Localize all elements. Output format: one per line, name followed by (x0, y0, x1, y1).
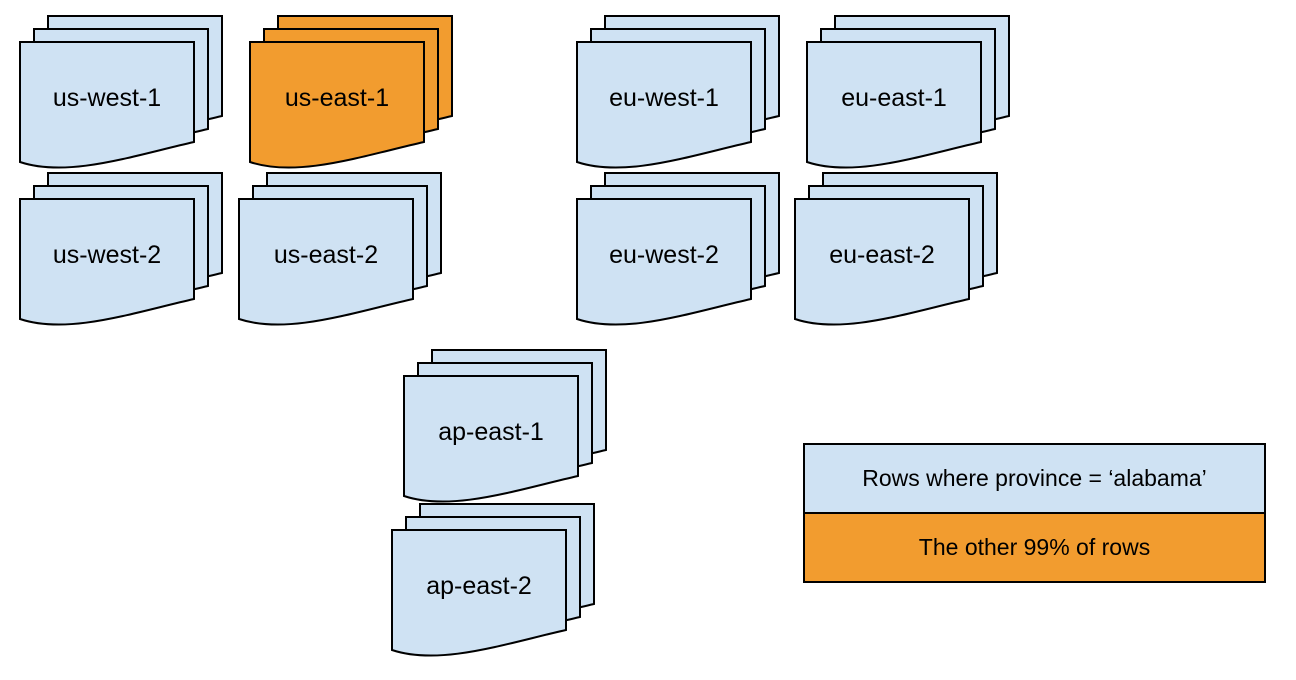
legend-label-other-rows: The other 99% of rows (918, 534, 1151, 560)
region-stack-eu-east-2: eu-east-2 (793, 172, 999, 328)
region-label-ap-east-1: ap-east-1 (438, 418, 544, 446)
region-label-eu-east-1: eu-east-1 (841, 84, 947, 112)
legend-row-other-rows: The other 99% of rows (805, 512, 1264, 581)
region-stack-eu-west-2: eu-west-2 (575, 172, 781, 328)
region-stack-eu-west-1: eu-west-1 (575, 15, 781, 171)
region-label-us-east-2: us-east-2 (273, 241, 379, 269)
region-stack-us-west-2: us-west-2 (18, 172, 224, 328)
region-stack-ap-east-2: ap-east-2 (390, 503, 596, 659)
legend-row-province-rows: Rows where province = ‘alabama’ (805, 445, 1264, 512)
region-stack-us-west-1: us-west-1 (18, 15, 224, 171)
legend-label-province-rows: Rows where province = ‘alabama’ (862, 465, 1207, 491)
region-label-eu-west-2: eu-west-2 (609, 241, 719, 269)
region-stack-us-east-1: us-east-1 (248, 15, 454, 171)
region-label-eu-west-1: eu-west-1 (609, 84, 719, 112)
region-label-ap-east-2: ap-east-2 (426, 572, 532, 600)
region-stack-ap-east-1: ap-east-1 (402, 349, 608, 505)
legend: Rows where province = ‘alabama’ The othe… (803, 443, 1266, 583)
region-label-eu-east-2: eu-east-2 (829, 241, 935, 269)
region-stack-eu-east-1: eu-east-1 (805, 15, 1011, 171)
region-stack-us-east-2: us-east-2 (237, 172, 443, 328)
region-label-us-west-2: us-west-2 (52, 241, 162, 269)
region-label-us-east-1: us-east-1 (284, 84, 390, 112)
region-label-us-west-1: us-west-1 (52, 84, 162, 112)
